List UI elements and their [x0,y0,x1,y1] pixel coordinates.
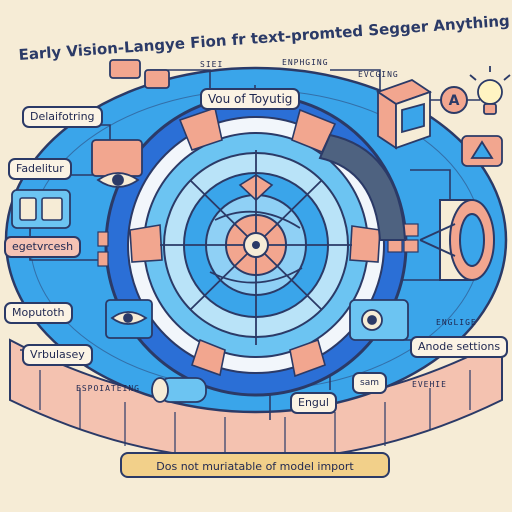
footer-caption: Dos not muriatable of model import [120,452,390,478]
right-label-3: Engul [290,392,337,414]
tiny-label-1: SIEI [200,60,224,69]
tiny-label-2: ENPHGING [282,58,329,67]
letter-a-icon: A [440,86,468,114]
center-banner-label: Vou of Toyutig [200,88,301,110]
lightbulb-icon [469,66,511,115]
left-label-3: egetvrcesh [4,236,82,258]
right-label-2: sam [352,372,387,394]
tiny-label-5: EVEHIE [412,380,447,389]
wheel-segments [129,106,381,378]
tablet-icon [19,197,63,221]
tiny-label-6: ESPOIATEING [76,384,140,393]
wheel-spokes [160,150,352,345]
tiny-label-3: EVCGING [358,70,399,79]
tiny-label-4: ENGLIGE [436,318,477,327]
left-label-5: Vrbulasey [22,344,93,366]
cube-icon [376,79,432,150]
left-label-1: Delaifotring [22,106,103,128]
right-label-1: Anode settions [410,336,509,358]
svg-text:A: A [449,93,460,109]
left-label-4: Moputoth [4,302,73,324]
arc-segment [318,133,407,241]
eye-icon [96,172,148,325]
cylinder-icon [151,377,207,403]
triangle-panel [461,135,503,167]
lens-icon [419,199,495,281]
rim-panels [39,370,471,464]
scanner-device [349,299,409,341]
left-label-2: Fadelitur [8,158,72,180]
